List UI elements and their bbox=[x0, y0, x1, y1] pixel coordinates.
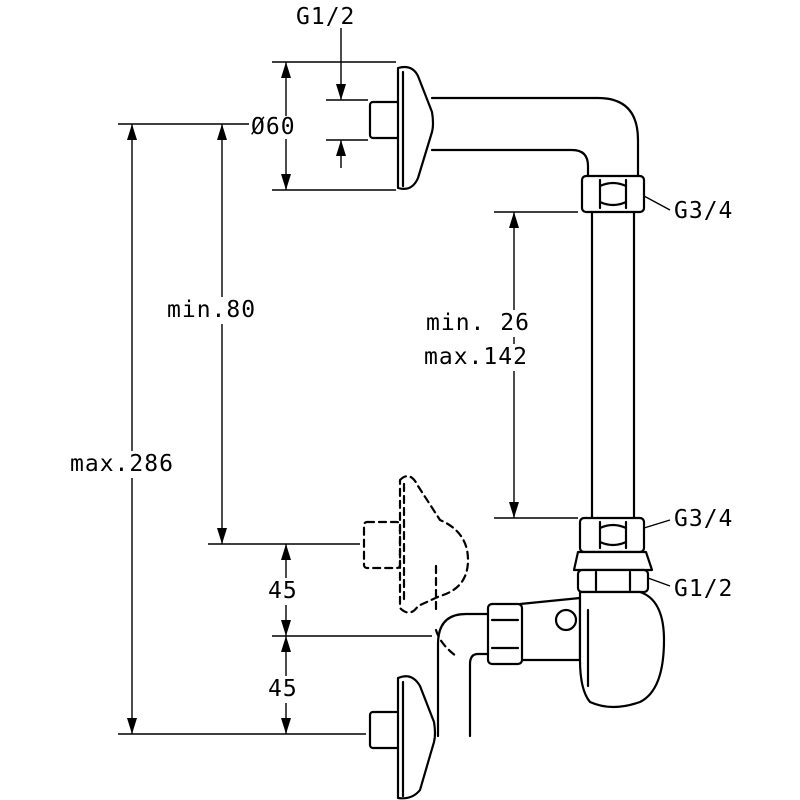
leader-g34-bottom bbox=[643, 519, 671, 529]
label-45-upper: 45 bbox=[266, 578, 300, 605]
label-min-80: min.80 bbox=[165, 297, 259, 324]
arrow-diameter-top bbox=[281, 62, 291, 78]
leader-g12-right bbox=[647, 577, 671, 587]
leader-g34-top bbox=[643, 195, 671, 211]
arrow-45-upper-bottom bbox=[281, 620, 291, 636]
arrow-thread-top-a bbox=[336, 84, 346, 100]
label-max-142: max.142 bbox=[422, 344, 530, 371]
label-max-286: max.286 bbox=[68, 451, 176, 478]
connector-nut bbox=[572, 550, 654, 594]
arrow-min80-bottom bbox=[217, 528, 227, 544]
label-g34-top: G3/4 bbox=[674, 198, 734, 224]
label-g12-right: G1/2 bbox=[674, 576, 734, 602]
label-thread-top: G1/2 bbox=[296, 4, 356, 30]
arrow-45-lower-top bbox=[281, 636, 291, 652]
arrow-max286-bottom bbox=[127, 718, 137, 734]
horizontal-union-nut bbox=[486, 602, 524, 666]
arrow-thread-top-b bbox=[336, 140, 346, 156]
label-45-lower: 45 bbox=[266, 676, 300, 703]
arrow-min80-top bbox=[217, 124, 227, 140]
label-min-26: min. 26 bbox=[424, 310, 532, 337]
upper-wall-flange bbox=[368, 65, 435, 190]
arrow-min26-bottom bbox=[509, 502, 519, 518]
upper-union-nut bbox=[580, 174, 646, 214]
arrow-diameter-bottom bbox=[281, 174, 291, 190]
arrow-45-lower-bottom bbox=[281, 718, 291, 734]
label-diameter: Ø60 bbox=[249, 114, 298, 140]
label-g34-bottom: G3/4 bbox=[674, 506, 734, 532]
arrow-max286-top bbox=[127, 124, 137, 140]
alternative-position-dashed bbox=[362, 475, 470, 658]
lower-union-nut bbox=[578, 516, 646, 554]
lower-wall-flange bbox=[368, 675, 437, 800]
vertical-pipe bbox=[590, 210, 636, 520]
arrow-min26-top bbox=[509, 212, 519, 228]
arrow-45-upper-top bbox=[281, 544, 291, 560]
lower-elbow-pipe bbox=[436, 612, 490, 738]
upper-elbow-pipe bbox=[430, 96, 640, 180]
mixer-body bbox=[518, 590, 666, 709]
